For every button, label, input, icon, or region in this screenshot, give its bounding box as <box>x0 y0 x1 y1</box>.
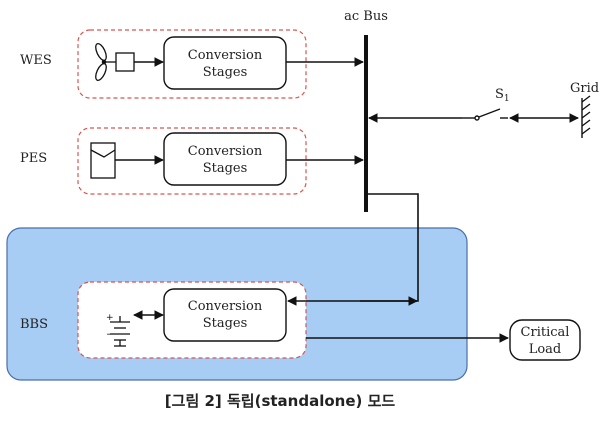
wes-conversion-box <box>163 36 287 90</box>
pes-label: PES <box>20 151 47 166</box>
wes-conversion-line2: Stages <box>203 65 248 80</box>
critical-load-box <box>509 319 581 361</box>
bbs-label: BBS <box>20 317 48 332</box>
wes-enclosure <box>77 29 307 99</box>
switch-s1-icon <box>462 108 508 121</box>
grid-ground-icon <box>581 95 591 138</box>
pes-enclosure <box>77 127 307 195</box>
ac-bus-label: ac Bus <box>344 9 388 24</box>
battery-icon <box>110 316 130 347</box>
pes-conversion-line1: Conversion <box>188 144 263 159</box>
bbs-conversion-box <box>163 288 287 342</box>
wes-label: WES <box>20 53 52 68</box>
switch-label: S1 <box>495 87 510 104</box>
wind-turbine-icon <box>95 43 135 81</box>
bbs-conversion-line1: Conversion <box>188 299 263 314</box>
solar-panel-icon <box>90 142 116 179</box>
bbs-conversion-line2: Stages <box>203 316 248 331</box>
figure-caption: [그림 2] 독립(standalone) 모드 <box>165 392 396 410</box>
wes-conversion-line1: Conversion <box>188 48 263 63</box>
battery-minus-label: − <box>106 330 114 340</box>
critical-load-line1: Critical <box>521 325 570 340</box>
grid-label: Grid <box>570 81 599 96</box>
pes-conversion-box <box>163 132 287 186</box>
critical-load-line2: Load <box>529 342 562 357</box>
bus-to-bbs-link <box>287 193 419 306</box>
pes-conversion-line2: Stages <box>203 161 248 176</box>
battery-plus-label: + <box>106 313 114 323</box>
